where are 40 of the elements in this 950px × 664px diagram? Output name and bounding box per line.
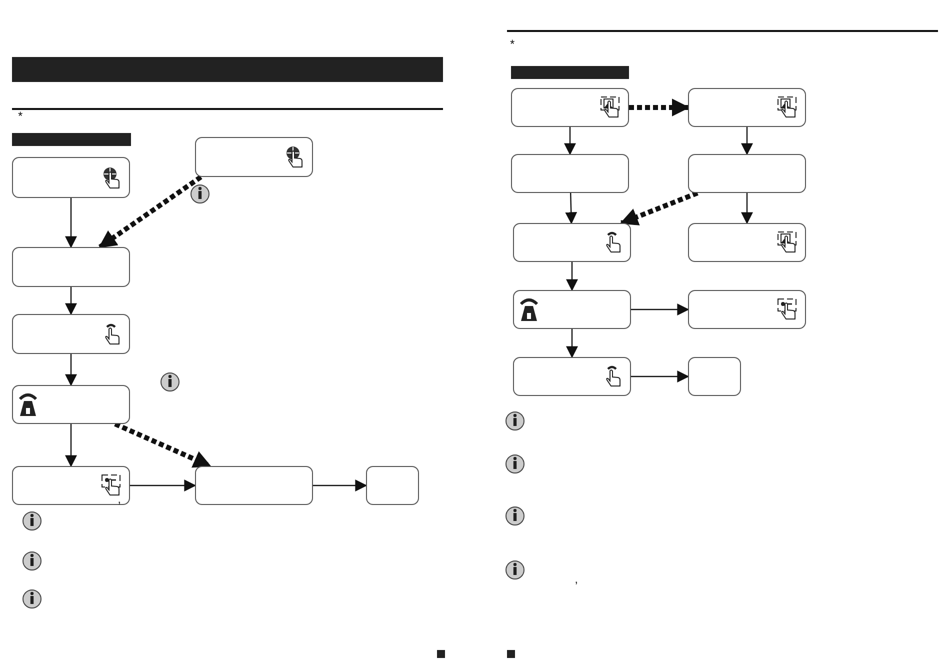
screen-box xyxy=(688,357,741,396)
screen-box xyxy=(688,154,806,193)
arrow xyxy=(114,422,212,468)
note-mark: * xyxy=(510,38,515,50)
arrow xyxy=(65,354,77,386)
text-mark: ’ xyxy=(118,500,121,512)
note-mark: * xyxy=(18,110,23,122)
arrow xyxy=(566,262,578,292)
arrow xyxy=(565,192,578,224)
arrow xyxy=(65,287,77,316)
arrow xyxy=(98,174,202,250)
screen-box xyxy=(366,466,419,505)
screen-box xyxy=(688,88,806,127)
text-mark: ’ xyxy=(575,580,578,592)
screen-box xyxy=(688,223,806,262)
screen-box xyxy=(12,466,130,505)
arrow xyxy=(130,480,196,492)
arrow xyxy=(631,304,690,316)
screen-box xyxy=(195,466,313,505)
screen-box xyxy=(12,247,130,287)
screen-box xyxy=(511,88,629,127)
screen-box xyxy=(12,385,130,424)
arrow xyxy=(631,370,690,382)
screen-box xyxy=(12,314,130,354)
arrow xyxy=(65,424,77,468)
arrow xyxy=(65,198,77,248)
screen-box xyxy=(195,137,313,177)
arrow xyxy=(566,329,578,358)
screen-box xyxy=(513,357,631,396)
screen-box xyxy=(511,154,629,193)
screen-box xyxy=(513,223,631,262)
arrow xyxy=(564,127,576,156)
arrow xyxy=(620,190,698,226)
screen-box xyxy=(688,290,806,329)
arrow xyxy=(741,127,753,156)
arrow xyxy=(741,193,753,224)
arrow xyxy=(629,98,690,116)
arrow xyxy=(313,480,368,492)
screen-box xyxy=(12,157,130,198)
screen-box xyxy=(513,290,631,329)
